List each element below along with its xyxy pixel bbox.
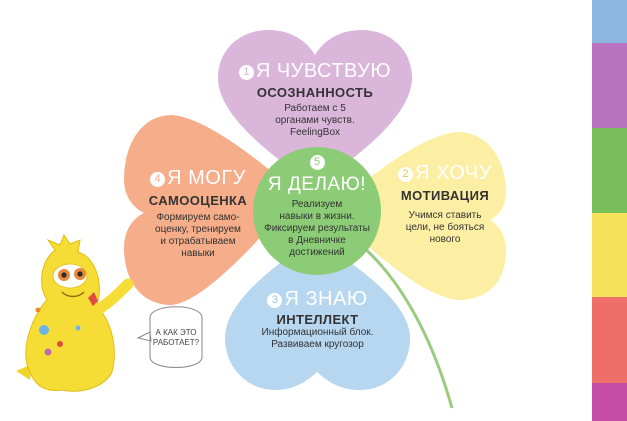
side-stripe [592, 43, 627, 128]
step-number-badge: 1 [238, 65, 254, 80]
monster-mascot [16, 233, 134, 392]
center-title: Я ДЕЛАЮ! [267, 174, 367, 195]
petal-know [225, 238, 410, 390]
step-number-badge: 3 [267, 293, 283, 308]
side-stripe [592, 297, 627, 383]
center-number-badge: 5 [305, 154, 329, 172]
step-number-badge: 2 [398, 167, 414, 182]
side-stripe [592, 0, 627, 43]
speech-bubble [136, 306, 203, 368]
petal-can-subtitle: САМООЦЕНКА [148, 193, 248, 208]
petal-know-subtitle: ИНТЕЛЛЕКТ [276, 312, 359, 327]
side-stripe [592, 128, 627, 213]
petal-want-subtitle: МОТИВАЦИЯ [400, 188, 490, 203]
petal-feel-subtitle: ОСОЗНАННОСТЬ [256, 85, 374, 100]
side-stripe [592, 383, 627, 421]
petal-can [124, 115, 300, 305]
side-stripe [592, 213, 627, 297]
petal-feel [218, 30, 412, 185]
step-number-badge: 4 [150, 172, 166, 187]
petal-know-description: Информационный блок.Развиваем кругозор [261, 327, 374, 350]
petal-want [330, 132, 506, 300]
flower-stem [351, 236, 454, 409]
center-circle [253, 147, 381, 275]
